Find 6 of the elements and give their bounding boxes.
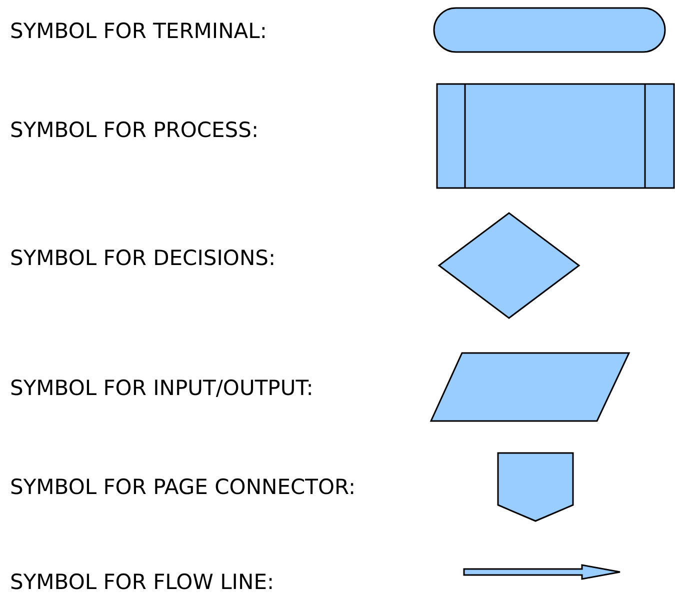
- symbol-label: SYMBOL FOR INPUT/OUTPUT:: [10, 375, 314, 401]
- symbol-label: SYMBOL FOR PAGE CONNECTOR:: [10, 474, 356, 500]
- symbol-label: SYMBOL FOR FLOW LINE:: [10, 569, 274, 595]
- symbol-label: SYMBOL FOR TERMINAL:: [10, 18, 267, 44]
- symbol-label: SYMBOL FOR DECISIONS:: [10, 245, 276, 271]
- symbol-label: SYMBOL FOR PROCESS:: [10, 117, 259, 143]
